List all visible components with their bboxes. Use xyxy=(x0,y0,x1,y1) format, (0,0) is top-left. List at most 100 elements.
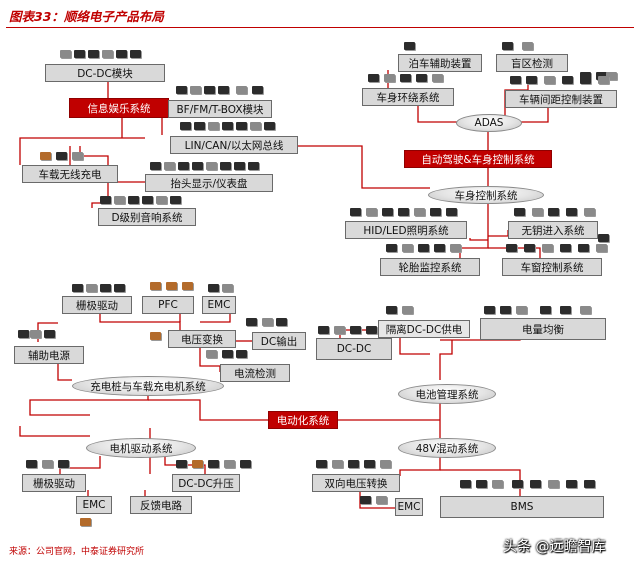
charge-balance-box: 电量均衡 xyxy=(480,318,606,340)
component-thumbnail xyxy=(222,122,233,130)
component-thumbnail xyxy=(222,350,233,358)
keyless-box: 无钥进入系统 xyxy=(508,221,598,239)
component-thumbnail xyxy=(56,152,67,160)
component-thumbnail xyxy=(240,460,251,468)
component-thumbnail xyxy=(364,460,375,468)
bf-fm-tbox-box: BF/FM/T-BOX模块 xyxy=(168,100,272,118)
body-control-node: 车身控制系统 xyxy=(428,186,544,204)
component-thumbnail xyxy=(350,208,361,216)
component-thumbnail xyxy=(164,162,175,170)
component-thumbnail xyxy=(460,480,471,488)
component-thumbnail xyxy=(262,318,273,326)
gate-drive-top-box: 栅极驱动 xyxy=(62,296,132,314)
component-thumbnail xyxy=(402,306,413,314)
component-thumbnail xyxy=(404,42,415,50)
component-thumbnail xyxy=(584,208,595,216)
parking-assist-box: 泊车辅助装置 xyxy=(398,54,482,72)
charger-motor-node: 充电桩与车载充电机系统 xyxy=(72,376,224,396)
emc-bottom-left-box: EMC xyxy=(76,496,112,514)
component-thumbnail xyxy=(606,72,617,80)
component-thumbnail xyxy=(566,480,577,488)
component-thumbnail xyxy=(252,86,263,94)
component-thumbnail xyxy=(492,480,503,488)
component-thumbnail xyxy=(318,326,329,334)
component-thumbnail xyxy=(194,122,205,130)
emc-bottom-right-box: EMC xyxy=(395,498,423,516)
component-thumbnail xyxy=(236,122,247,130)
component-thumbnail xyxy=(360,496,371,504)
component-thumbnail xyxy=(276,318,287,326)
component-thumbnail xyxy=(248,162,259,170)
watermark: 头条 @远瞻智库 xyxy=(503,539,606,555)
component-thumbnail xyxy=(128,196,139,204)
lin-can-box: LIN/CAN/以太网总线 xyxy=(170,136,298,154)
bidirectional-box: 双向电压转换 xyxy=(312,474,400,492)
component-thumbnail xyxy=(332,460,343,468)
wireless-charge-box: 车载无线充电 xyxy=(22,165,118,183)
component-thumbnail xyxy=(218,86,229,94)
component-thumbnail xyxy=(596,244,607,252)
component-thumbnail xyxy=(192,162,203,170)
component-thumbnail xyxy=(386,244,397,252)
component-thumbnail xyxy=(476,480,487,488)
isolated-dcdc-box: 隔离DC-DC供电 xyxy=(378,320,470,338)
component-thumbnail xyxy=(72,284,83,292)
emc-top-box: EMC xyxy=(202,296,236,314)
component-thumbnail xyxy=(380,460,391,468)
component-thumbnail xyxy=(384,74,395,82)
component-thumbnail xyxy=(430,208,441,216)
component-thumbnail xyxy=(42,460,53,468)
component-thumbnail xyxy=(432,74,443,82)
dcdc-boost-box: DC-DC升压 xyxy=(172,474,240,492)
surround-view-box: 车身环绕系统 xyxy=(362,88,454,106)
component-thumbnail xyxy=(88,50,99,58)
title-rule xyxy=(6,27,634,28)
infotainment-box: 信息娱乐系统 xyxy=(69,98,169,118)
component-thumbnail xyxy=(26,460,37,468)
component-thumbnail xyxy=(512,480,523,488)
component-thumbnail xyxy=(502,42,513,50)
component-thumbnail xyxy=(60,50,71,58)
component-thumbnail xyxy=(80,518,91,526)
component-thumbnail xyxy=(180,122,191,130)
component-thumbnail xyxy=(540,306,551,314)
component-thumbnail xyxy=(414,208,425,216)
component-thumbnail xyxy=(578,244,589,252)
component-thumbnail xyxy=(400,74,411,82)
component-thumbnail xyxy=(566,208,577,216)
blind-spot-box: 盲区检测 xyxy=(496,54,568,72)
component-thumbnail xyxy=(450,244,461,252)
component-thumbnail xyxy=(506,244,517,252)
component-thumbnail xyxy=(368,74,379,82)
component-thumbnail xyxy=(130,50,141,58)
component-thumbnail xyxy=(250,122,261,130)
component-thumbnail xyxy=(548,480,559,488)
component-thumbnail xyxy=(150,282,161,290)
dcdc-module-box: DC-DC模块 xyxy=(45,64,165,82)
component-thumbnail xyxy=(208,284,219,292)
component-thumbnail xyxy=(182,282,193,290)
component-thumbnail xyxy=(532,208,543,216)
component-thumbnail xyxy=(246,318,257,326)
component-thumbnail xyxy=(204,86,215,94)
component-thumbnail xyxy=(44,330,55,338)
component-thumbnail xyxy=(560,244,571,252)
component-thumbnail xyxy=(208,122,219,130)
component-thumbnail xyxy=(72,152,83,160)
gate-drive-bottom-box: 栅极驱动 xyxy=(22,474,86,492)
component-thumbnail xyxy=(386,306,397,314)
component-thumbnail xyxy=(220,162,231,170)
component-thumbnail xyxy=(544,76,555,84)
component-thumbnail xyxy=(522,42,533,50)
component-thumbnail xyxy=(264,122,275,130)
component-thumbnail xyxy=(18,330,29,338)
component-thumbnail xyxy=(598,76,609,84)
component-thumbnail xyxy=(350,326,361,334)
feedback-circuit-box: 反馈电路 xyxy=(130,496,192,514)
component-thumbnail xyxy=(236,86,247,94)
hid-led-box: HID/LED照明系统 xyxy=(345,221,467,239)
component-thumbnail xyxy=(366,326,377,334)
component-thumbnail xyxy=(382,208,393,216)
component-thumbnail xyxy=(102,50,113,58)
component-thumbnail xyxy=(206,350,217,358)
